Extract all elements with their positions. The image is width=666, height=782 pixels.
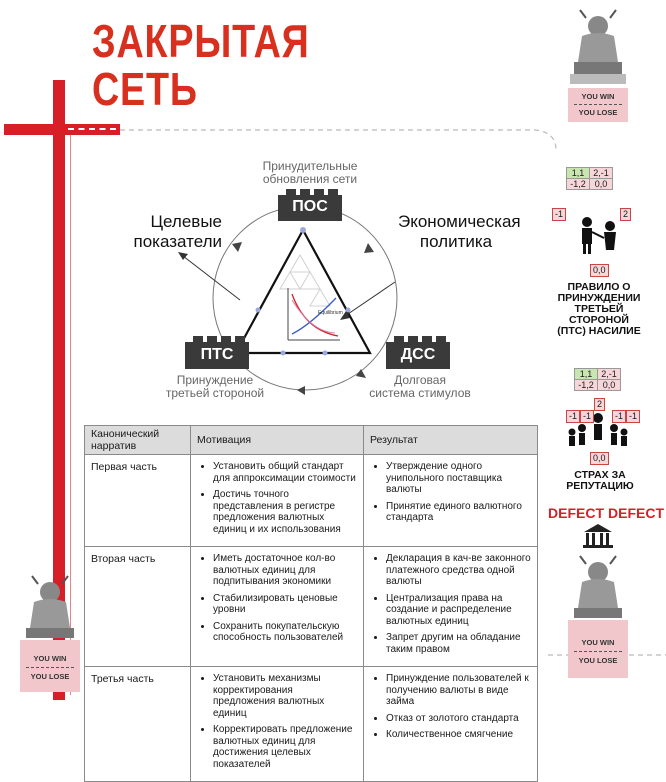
payoff-zero-2: 0,0 [590,452,609,465]
statue-graphics [26,9,628,638]
table-row: Вторая часть Иметь достаточное кол-во ва… [84,546,538,667]
node-dss-label: ДСС [400,346,436,363]
header-result: Результат [363,425,538,455]
statue-icon-bottom-left [26,575,74,638]
equilibrium-chart [287,288,340,341]
red-horizontal-rule [4,124,120,135]
list-item: Иметь достаточное кол-во валютных единиц… [213,553,357,588]
crowd-icon [568,413,628,446]
list-item: Стабилизировать ценовые уровни [213,593,357,616]
chart-caption: Equilibrium [318,310,343,316]
payoff-right: 2 [620,208,632,221]
arrow-from-policy [344,281,396,317]
row-part: Вторая часть [84,546,191,667]
arrow-to-targets [182,255,241,301]
list-item: Достичь точного представления в регистре… [213,489,357,535]
circle-arrow [297,386,305,395]
cycle-diagram: Equilibrium [178,189,450,395]
list-item: Принятие единого валютного стандарта [386,501,531,524]
circle-arrow [232,242,242,252]
crowd-payoff-top: 2 [594,398,606,411]
win-lose-plate-bottom-right: YOU WIN YOU LOSE [568,620,628,678]
header-narrative: Канонический нарратив [84,425,191,455]
page-title-line2: СЕТЬ [92,63,198,115]
triangle [234,227,372,355]
crowd-payoff-l2: -1 [580,410,595,423]
list-item: Установить общий стандарт для аппроксима… [213,461,357,484]
list-item: Декларация в кач-ве законного платежного… [386,553,531,588]
row-motivation: Установить общий стандарт для аппроксима… [190,454,364,547]
list-item: Отказ от золотого стандарта [386,713,531,725]
list-item: Корректировать предложение валютных един… [213,724,357,770]
fear-caption: СТРАХ ЗА РЕПУТАЦИЮ [566,469,634,492]
defect-right: DEFECT [608,505,664,521]
payoff-zero: 0,0 [590,264,609,277]
crowd-payoff-r2: -1 [626,410,641,423]
brick-top [278,189,342,221]
win-lose-plate-bottom-left: YOU WIN YOU LOSE [20,640,80,692]
row-motivation: Иметь достаточное кол-во валютных единиц… [190,546,364,667]
crowd-payoff-r1: -1 [612,410,627,423]
list-item: Запрет другим на обладание таким правом [386,632,531,655]
table-header-row: Канонический нарратив Мотивация Результа… [84,425,538,455]
circle-arrow [356,369,366,378]
page-title-line1: ЗАКРЫТАЯ [92,15,310,67]
circle-arrow [364,243,374,253]
row-result: Декларация в кач-ве законного платежного… [363,546,538,667]
row-result: Утверждение одного унипольного поставщик… [363,454,538,547]
node-pts-label: ПТС [200,346,234,363]
header-motivation: Мотивация [190,425,364,455]
thin-vertical-rule [70,135,71,695]
list-item: Утверждение одного унипольного поставщик… [386,461,531,496]
brick-left [185,336,249,369]
defect-left: DEFECT [548,505,604,521]
list-item: Сохранить покупательскую способность пол… [213,621,357,644]
bank-icon [583,524,613,548]
police-violence-icon [582,217,616,254]
node-pos-label: ПОС [292,198,328,215]
list-item: Централизация права на создание и распре… [386,593,531,628]
statue-icon-bottom-right [574,555,622,618]
red-vertical-rule [53,80,65,700]
fractal-graphic [279,254,331,307]
brick-right [386,336,450,369]
win-lose-plate-top: YOU WIN YOU LOSE [568,88,628,122]
list-item: Количественное смягчение [386,729,531,741]
statue-icon-top-right [570,9,626,84]
payoff-left: -1 [552,208,567,221]
rule-caption: ПРАВИЛО О ПРИНУЖДЕНИИ ТРЕТЬЕЙ СТОРОНОЙ (… [557,281,641,337]
crowd-payoff-l1: -1 [566,410,581,423]
